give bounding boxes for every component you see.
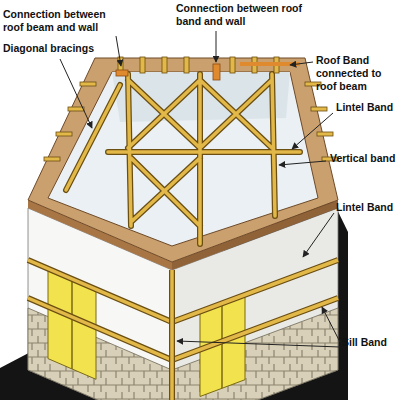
leader-line: [279, 161, 326, 165]
leader-line: [216, 31, 217, 62]
leader-line: [292, 113, 333, 149]
callout-label: Connection between roof band and wall: [176, 2, 306, 28]
roof-beam: [68, 107, 84, 111]
roof-opening: [48, 72, 318, 246]
sill-band: [28, 298, 338, 360]
roof-beam: [311, 107, 327, 111]
beam-wall-connector: [116, 70, 128, 76]
callout-label: Roof Band connected to roof beam: [316, 54, 396, 93]
leader-line: [303, 213, 334, 257]
roof-beam: [230, 57, 235, 73]
leader-lines: [60, 31, 340, 347]
door-split: [221, 305, 223, 388]
vertical-band-outline: [169, 270, 175, 400]
sill-band-outline: [28, 298, 338, 360]
leader-line: [322, 307, 340, 342]
stone-plinth: [172, 308, 338, 400]
timber-outline: [66, 74, 300, 244]
leader-line: [116, 36, 121, 66]
callout-label: Vertical band: [330, 152, 395, 165]
roof-beam: [140, 57, 145, 73]
roof-beams: [44, 57, 338, 161]
callout-label: Connection between roof beam and wall: [3, 8, 125, 34]
roof-beam: [162, 57, 167, 73]
callout-label: Lintel Band: [336, 101, 393, 114]
callout-label: Lintel Band: [336, 201, 393, 214]
band-wall-connector: [213, 64, 220, 80]
door-split: [71, 281, 73, 369]
leader-line: [177, 341, 340, 347]
roof-beam: [184, 57, 189, 73]
roof-beam: [80, 82, 96, 86]
roof-beam: [44, 157, 60, 161]
roof-rim: [28, 58, 338, 262]
timber-bracing: [66, 74, 300, 244]
leader-line: [290, 62, 313, 65]
roof-beam: [56, 132, 72, 136]
roof-beam: [317, 132, 333, 136]
callout-label: Diagonal bracings: [3, 42, 94, 55]
callout-label: Sill Band: [342, 336, 387, 349]
roof-band-strip: [240, 62, 300, 66]
timber-frame: [66, 74, 300, 244]
leader-line: [60, 59, 92, 128]
vertical-band: [170, 270, 174, 400]
